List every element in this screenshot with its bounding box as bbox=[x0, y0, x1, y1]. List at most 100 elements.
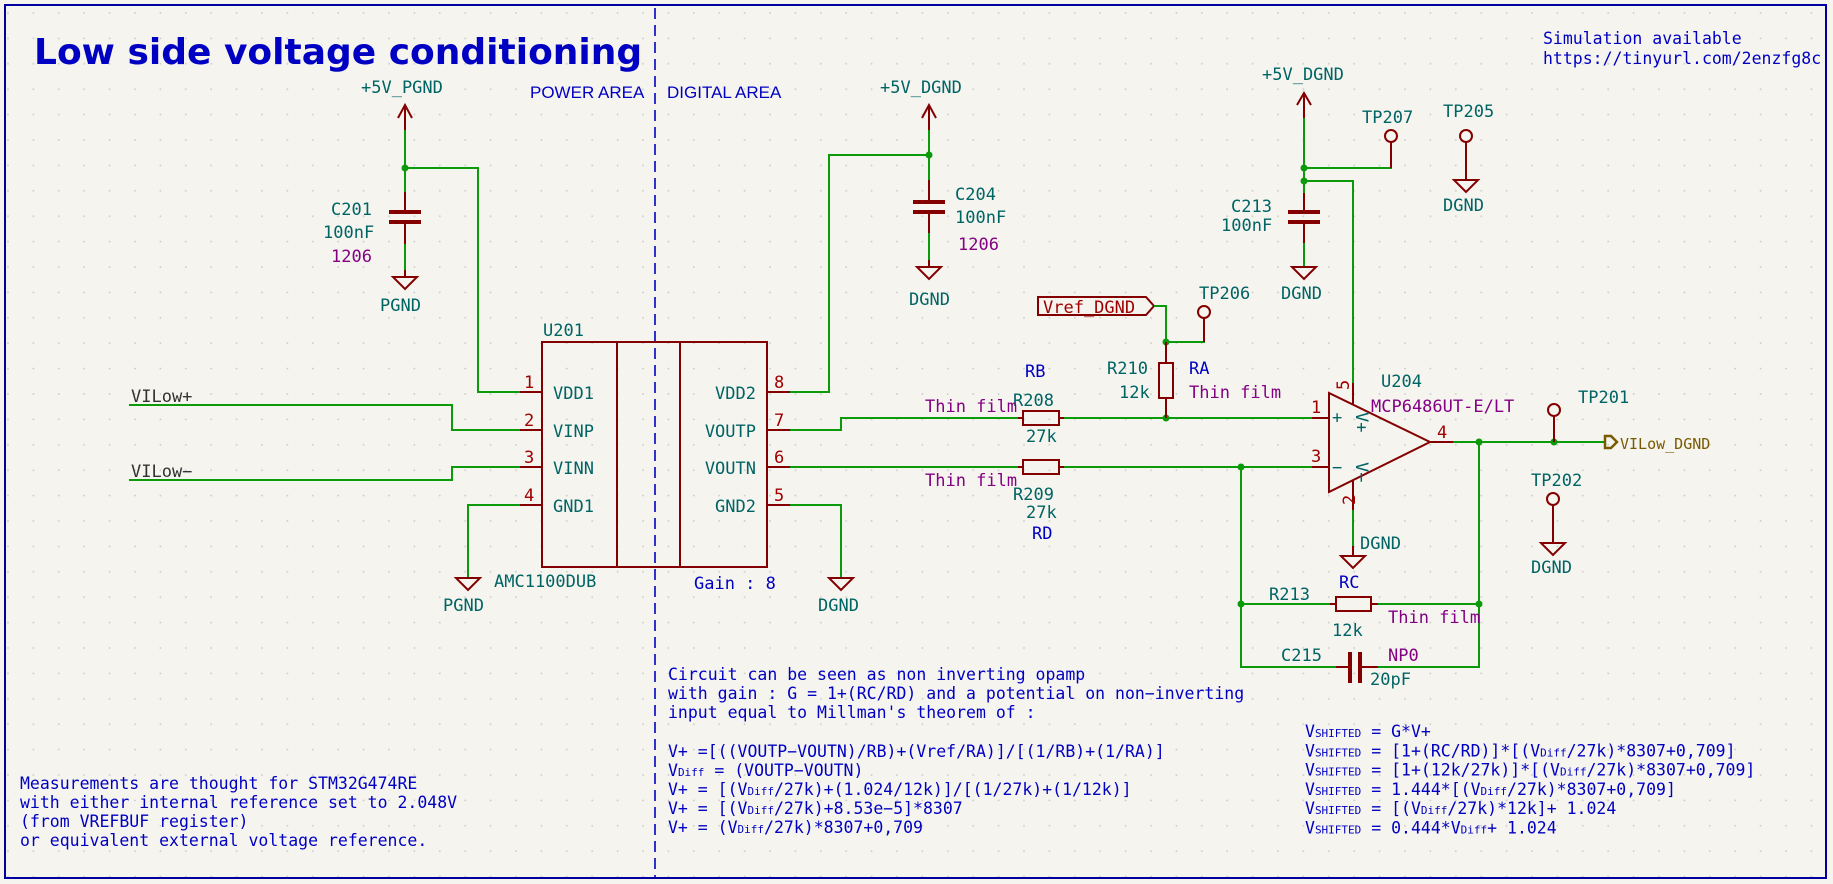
r210-field: Thin film bbox=[1189, 383, 1281, 403]
hier-label-vref-dgnd[interactable]: Vref_DGND bbox=[1037, 296, 1156, 318]
r213-field: Thin film bbox=[1388, 608, 1480, 628]
r208-ref: R208 bbox=[1013, 391, 1054, 411]
svg-text:Measurements are thought for S: Measurements are thought for STM32G474RE bbox=[20, 774, 417, 793]
svg-text:DGND: DGND bbox=[1360, 534, 1401, 554]
power-arrow-icon bbox=[397, 102, 413, 130]
test-point-tp207[interactable]: TP207 bbox=[1362, 108, 1413, 168]
equation-right-line: VSHIFTED = [(VDiff/27k)*12k]+ 1.024 bbox=[1305, 799, 1616, 818]
c204-footprint: 1206 bbox=[958, 235, 999, 255]
capacitor-c213[interactable]: C213 100nF bbox=[1221, 193, 1320, 243]
equation-right-line: VSHIFTED = [1+(RC/RD)]*[(VDiff/27k)*8307… bbox=[1305, 741, 1736, 760]
c201-footprint: 1206 bbox=[331, 247, 372, 267]
test-point-tp205[interactable]: TP205 DGND bbox=[1443, 102, 1494, 216]
wire bbox=[1378, 442, 1480, 668]
power-symbol-5v-dgnd-1: +5V_DGND bbox=[880, 78, 962, 130]
ground-icon bbox=[1451, 179, 1481, 194]
c201-value: 100nF bbox=[323, 223, 374, 243]
power-symbol-5v-dgnd-2: +5V_DGND bbox=[1262, 65, 1344, 118]
power-symbol-5v-pgnd: +5V_PGND bbox=[361, 78, 443, 130]
equation-left-line: V+ = [(VDiff/27k)+8.53e−5]*8307 bbox=[668, 799, 963, 818]
svg-text:+5V_PGND: +5V_PGND bbox=[361, 78, 443, 98]
svg-text:DGND: DGND bbox=[1281, 284, 1322, 304]
wire bbox=[790, 417, 1018, 431]
r208-value: 27k bbox=[1026, 427, 1057, 447]
svg-text:input equal to Millman's theor: input equal to Millman's theorem of : bbox=[668, 703, 1036, 722]
junction bbox=[1237, 600, 1245, 608]
ground-icon bbox=[826, 577, 856, 592]
svg-text:TP205: TP205 bbox=[1443, 102, 1494, 122]
svg-text:8: 8 bbox=[774, 373, 784, 393]
svg-text:1: 1 bbox=[524, 373, 534, 393]
digital-area-label: DIGITAL AREA bbox=[667, 83, 782, 102]
ground-icon bbox=[1289, 266, 1319, 281]
equations-right: VSHIFTED = G*V+VSHIFTED = [1+(RC/RD)]*[(… bbox=[1305, 722, 1755, 838]
svg-text:DGND: DGND bbox=[1443, 196, 1484, 216]
r209-ref: R209 bbox=[1013, 485, 1054, 505]
dgnd-symbol-4: DGND bbox=[1338, 534, 1401, 570]
c204-ref: C204 bbox=[955, 185, 996, 205]
r210-value: 12k bbox=[1119, 383, 1150, 403]
junction bbox=[1475, 600, 1483, 608]
u204-vplus: V+ bbox=[1351, 412, 1371, 432]
opamp-u204[interactable]: 1 3 4 5 2 + − V+ V− U204 MCP6486UT-E/LT bbox=[1311, 372, 1514, 510]
equation-left-line: V+ = (VDiff/27k)*8307+0,709 bbox=[668, 818, 923, 837]
svg-text:VINN: VINN bbox=[553, 459, 594, 479]
wire bbox=[1240, 467, 1336, 668]
dgnd-symbol-3: DGND bbox=[1281, 266, 1322, 304]
net-label-vilow-minus: VILow− bbox=[131, 462, 192, 482]
equation-left-line: V+ =[((VOUTP−VOUTN)/RB)+(Vref/RA)]/[(1/R… bbox=[668, 742, 1165, 761]
svg-text:TP206: TP206 bbox=[1199, 284, 1250, 304]
r213-ref: R213 bbox=[1269, 585, 1310, 605]
output-arrow-icon bbox=[1603, 434, 1619, 450]
svg-text:Vref_DGND: Vref_DGND bbox=[1043, 298, 1135, 318]
svg-text:GND2: GND2 bbox=[715, 497, 756, 517]
resistor-r209[interactable]: Thin film R209 27k RD bbox=[925, 459, 1064, 544]
dgnd-symbol-2: DGND bbox=[818, 577, 859, 616]
test-point-tp201[interactable]: TP201 bbox=[1547, 388, 1629, 442]
r209-value: 27k bbox=[1026, 503, 1057, 523]
resistor-r213[interactable]: RC R213 12k Thin film bbox=[1269, 573, 1480, 641]
wire bbox=[404, 130, 520, 393]
svg-text:TP201: TP201 bbox=[1578, 388, 1629, 408]
u204-pin-4: 4 bbox=[1437, 423, 1447, 443]
junction bbox=[925, 151, 933, 159]
r210-ref: R210 bbox=[1107, 359, 1148, 379]
svg-text:VOUTP: VOUTP bbox=[705, 422, 756, 442]
svg-text:7: 7 bbox=[774, 411, 784, 431]
svg-text:3: 3 bbox=[524, 448, 534, 468]
svg-text:VINP: VINP bbox=[553, 422, 594, 442]
svg-text:DGND: DGND bbox=[818, 596, 859, 616]
svg-text:2: 2 bbox=[524, 411, 534, 431]
svg-text:DGND: DGND bbox=[909, 290, 950, 310]
power-arrow-icon bbox=[1296, 91, 1312, 118]
ground-icon bbox=[390, 270, 420, 291]
r209-field: Thin film bbox=[925, 471, 1017, 491]
svg-text:GND1: GND1 bbox=[553, 497, 594, 517]
capacitor-c201[interactable]: C201 100nF 1206 bbox=[323, 192, 421, 267]
test-point-tp206[interactable]: TP206 bbox=[1197, 284, 1250, 342]
u204-pin-5: 5 bbox=[1334, 380, 1354, 390]
svg-text:5: 5 bbox=[774, 486, 784, 506]
c215-ref: C215 bbox=[1281, 646, 1322, 666]
test-point-tp202[interactable]: TP202 DGND bbox=[1531, 471, 1582, 578]
capacitor-c204[interactable]: C204 100nF 1206 bbox=[913, 180, 1006, 255]
resistor-r210[interactable]: R210 12k RA Thin film bbox=[1107, 342, 1281, 418]
svg-text:Circuit can be seen as non inv: Circuit can be seen as non inverting opa… bbox=[668, 665, 1085, 684]
equation-right-line: VSHIFTED = G*V+ bbox=[1305, 722, 1431, 741]
resistor-r208[interactable]: RB R208 27k Thin film bbox=[925, 362, 1064, 447]
r213-value: 12k bbox=[1332, 621, 1363, 641]
output-label-vilow-dgnd[interactable]: VILow_DGND bbox=[1603, 434, 1710, 453]
junction bbox=[1300, 164, 1308, 172]
svg-text:VDD1: VDD1 bbox=[553, 384, 594, 404]
capacitor-c215[interactable]: C215 NP0 20pF bbox=[1281, 646, 1419, 690]
power-area-label: POWER AREA bbox=[530, 83, 645, 102]
u204-plus-sign: + bbox=[1332, 408, 1342, 428]
r209-alias: RD bbox=[1032, 524, 1052, 544]
sheet-border bbox=[4, 4, 1827, 879]
power-arrow-icon bbox=[921, 102, 937, 130]
